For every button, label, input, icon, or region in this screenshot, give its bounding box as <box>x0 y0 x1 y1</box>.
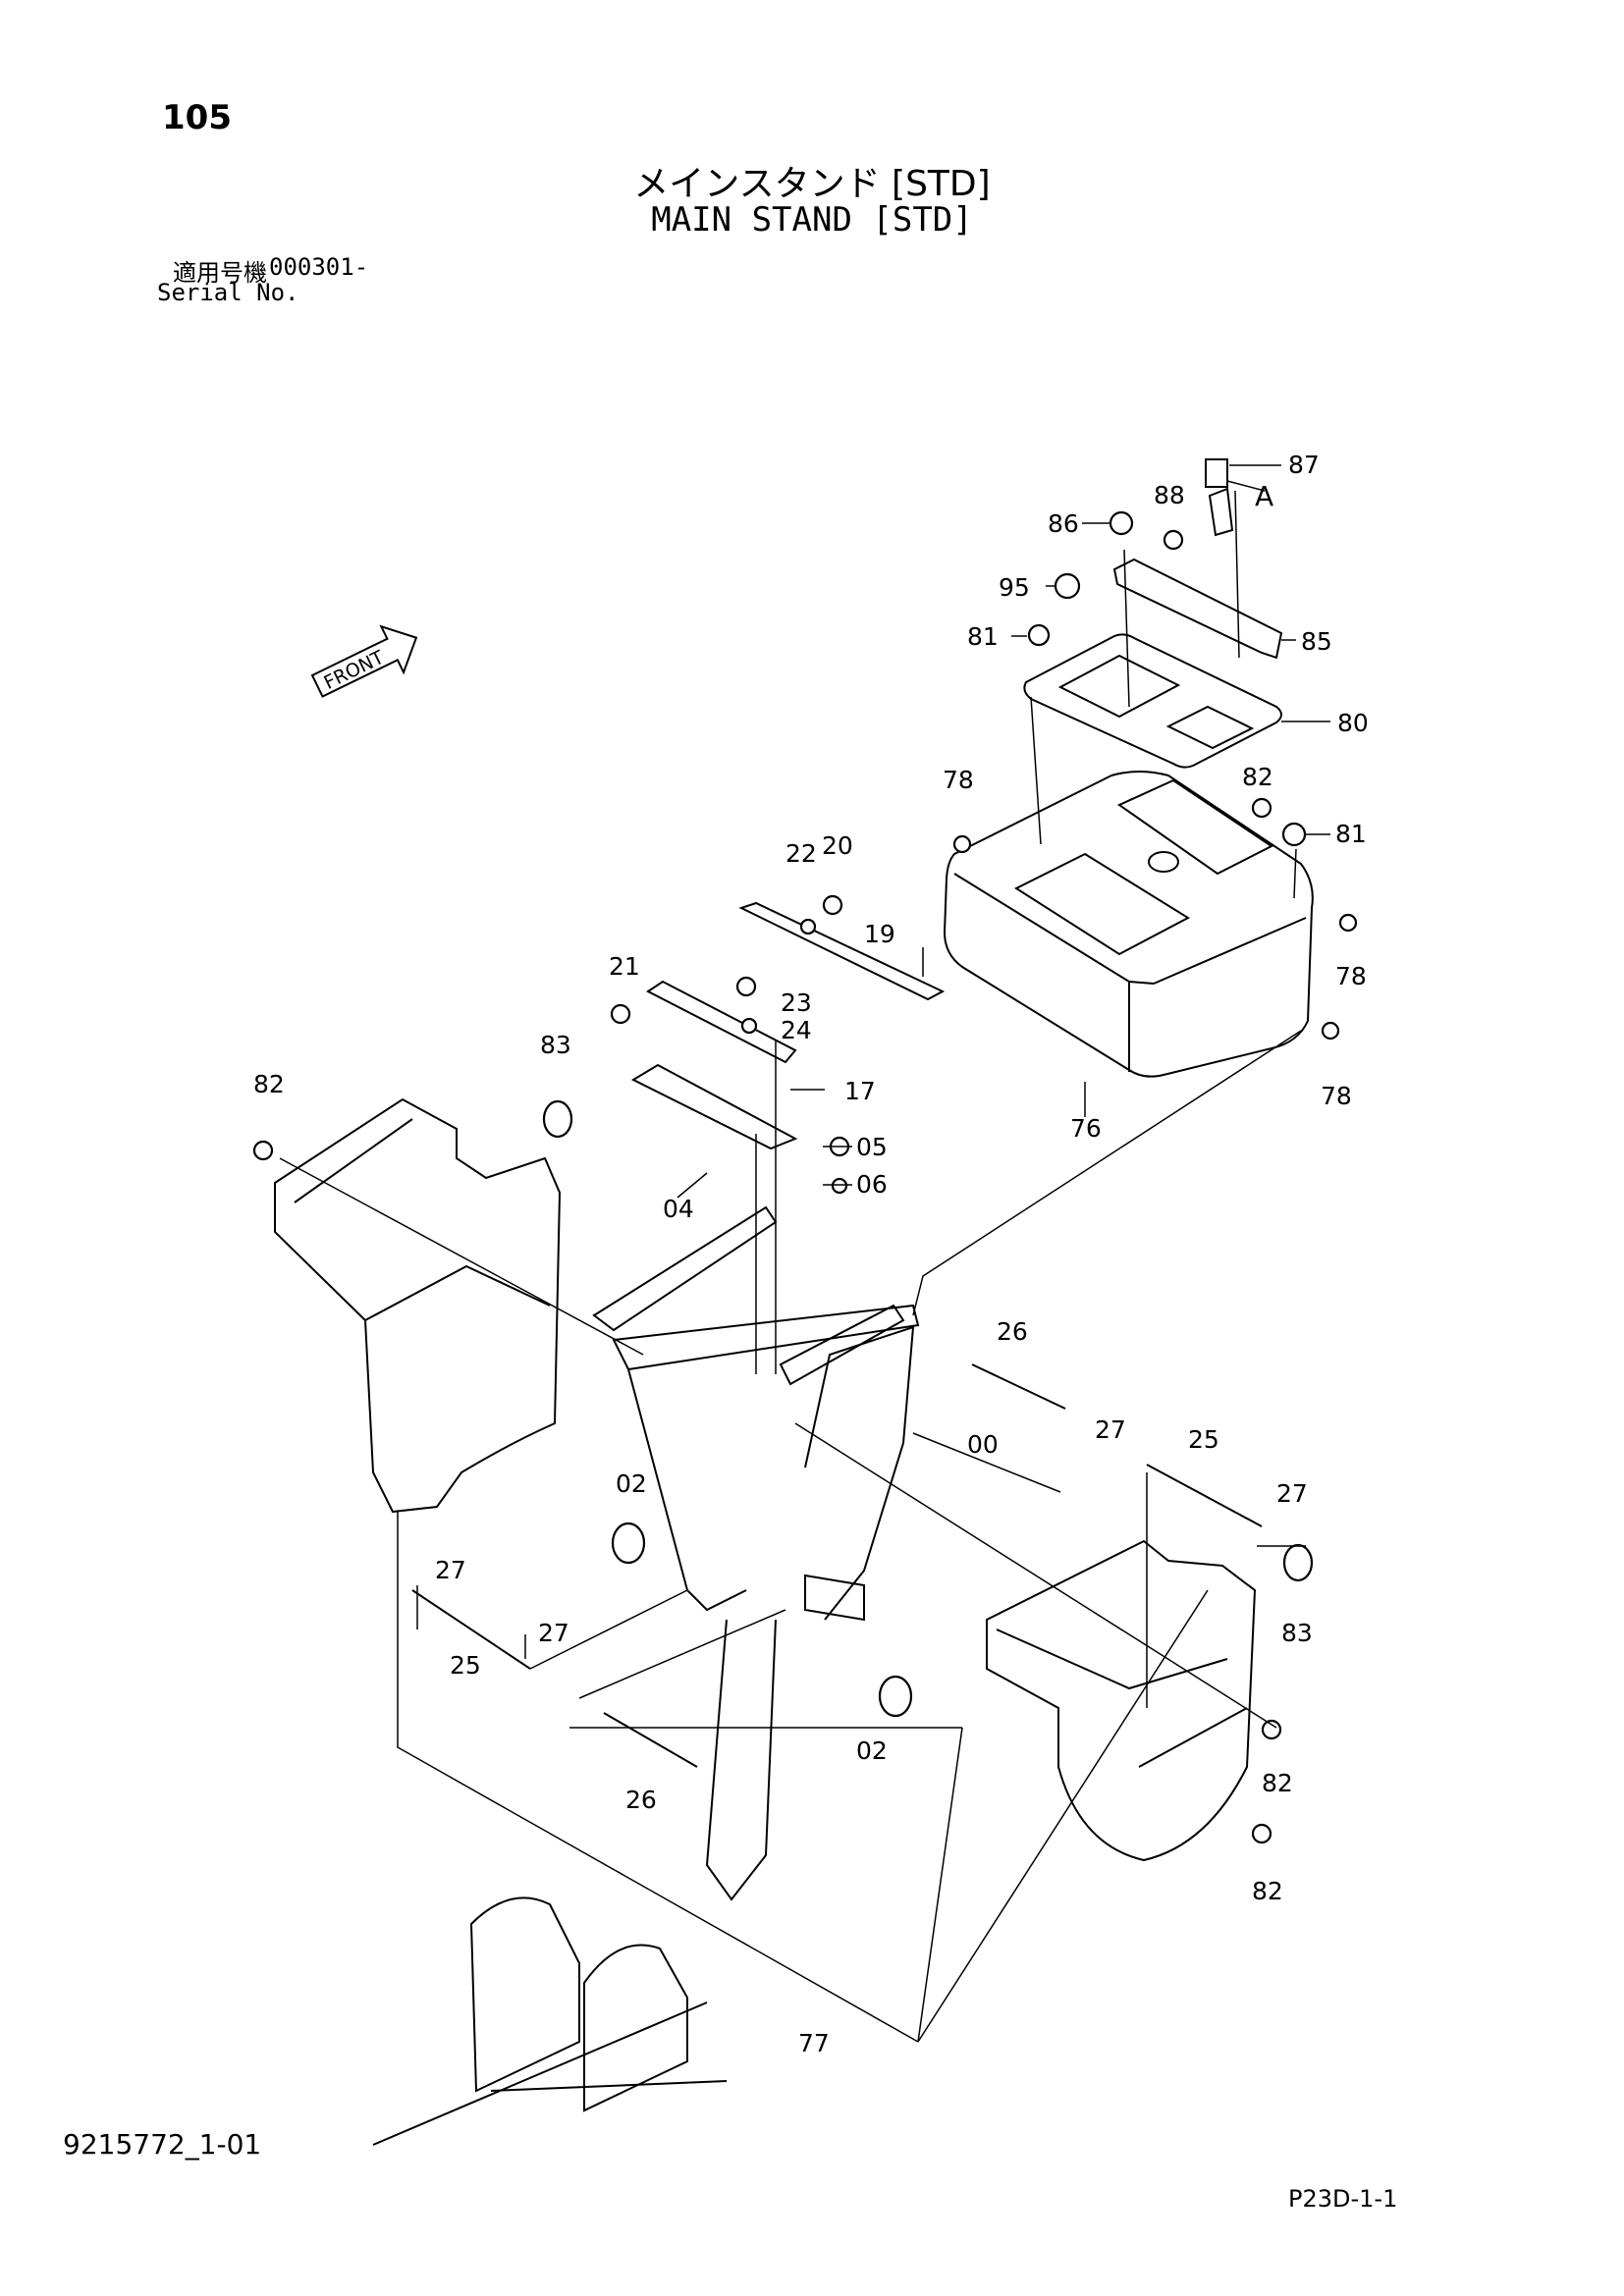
serial-number-range: 000301- <box>269 253 369 281</box>
drawing-number: 9215772_1-01 <box>63 2128 262 2161</box>
callout-20: 20 <box>822 831 853 860</box>
support-bracket-part <box>372 1896 728 2146</box>
serial-label-english: Serial No. <box>157 279 299 306</box>
callout-78: 78 <box>943 766 974 794</box>
page-title-japanese: メインスタンド [STD] <box>633 164 991 204</box>
callout-05: 05 <box>856 1133 888 1161</box>
front-label: FRONT <box>321 647 388 694</box>
callout-04: 04 <box>663 1195 694 1223</box>
callout-25: 25 <box>1188 1425 1219 1454</box>
callout-27: 27 <box>435 1556 466 1584</box>
callout-21: 21 <box>609 952 640 981</box>
callout-86: 86 <box>1048 509 1079 538</box>
callout-83: 83 <box>1281 1619 1313 1647</box>
callout-19: 19 <box>864 920 895 948</box>
callout-80: 80 <box>1337 709 1369 737</box>
callout-78: 78 <box>1335 962 1367 990</box>
callout-00: 00 <box>967 1430 999 1459</box>
callout-17: 17 <box>844 1077 876 1105</box>
serial-label-japanese: 適用号機 <box>173 259 267 287</box>
callout-27: 27 <box>1095 1415 1126 1444</box>
callout-labels: 87 88 86 95 81 85 80 78 82 81 22 20 19 2… <box>253 451 1369 2057</box>
page-code: P23D-1-1 <box>1288 2185 1398 2213</box>
grommets-and-bolts <box>252 510 1358 1844</box>
front-direction-arrow: FRONT <box>310 624 418 698</box>
callout-24: 24 <box>781 1016 812 1044</box>
callout-82: 82 <box>253 1070 285 1098</box>
callout-95: 95 <box>999 573 1030 602</box>
callout-06: 06 <box>856 1170 888 1199</box>
mounting-bracket-part <box>1112 558 1283 660</box>
callout-88: 88 <box>1154 481 1185 509</box>
callout-81: 81 <box>967 622 999 651</box>
detail-label-a: A <box>1255 480 1273 512</box>
callout-78: 78 <box>1321 1082 1352 1110</box>
callout-25: 25 <box>450 1651 481 1680</box>
callout-23: 23 <box>781 988 812 1017</box>
callout-26: 26 <box>625 1786 657 1814</box>
callout-82: 82 <box>1262 1769 1293 1797</box>
page-title-english: MAIN STAND [STD] <box>651 200 973 240</box>
callout-76: 76 <box>1070 1114 1102 1143</box>
callout-87: 87 <box>1288 451 1320 479</box>
callout-81: 81 <box>1335 820 1367 848</box>
assembly-leader-lines <box>279 464 1330 2043</box>
connector-part <box>1205 458 1234 537</box>
callout-02: 02 <box>616 1469 647 1498</box>
top-plate-part <box>630 901 946 1150</box>
callout-83: 83 <box>540 1031 571 1059</box>
callout-77: 77 <box>798 2029 830 2057</box>
callout-27: 27 <box>1276 1479 1308 1508</box>
callout-27: 27 <box>538 1619 569 1647</box>
main-stand-frame-part <box>592 1205 920 1901</box>
console-cover-part <box>943 771 1314 1078</box>
pins-and-rods <box>411 1363 1263 1768</box>
callout-26: 26 <box>997 1317 1028 1346</box>
callout-82: 82 <box>1242 763 1273 791</box>
callout-02: 02 <box>856 1736 888 1765</box>
console-plate-part <box>1023 633 1282 769</box>
callout-82: 82 <box>1252 1877 1283 1905</box>
callout-85: 85 <box>1301 627 1332 656</box>
left-duct-part <box>274 1097 562 1514</box>
page-number: 105 <box>162 98 232 137</box>
callout-22: 22 <box>785 839 817 868</box>
right-duct-part <box>986 1539 1257 1862</box>
